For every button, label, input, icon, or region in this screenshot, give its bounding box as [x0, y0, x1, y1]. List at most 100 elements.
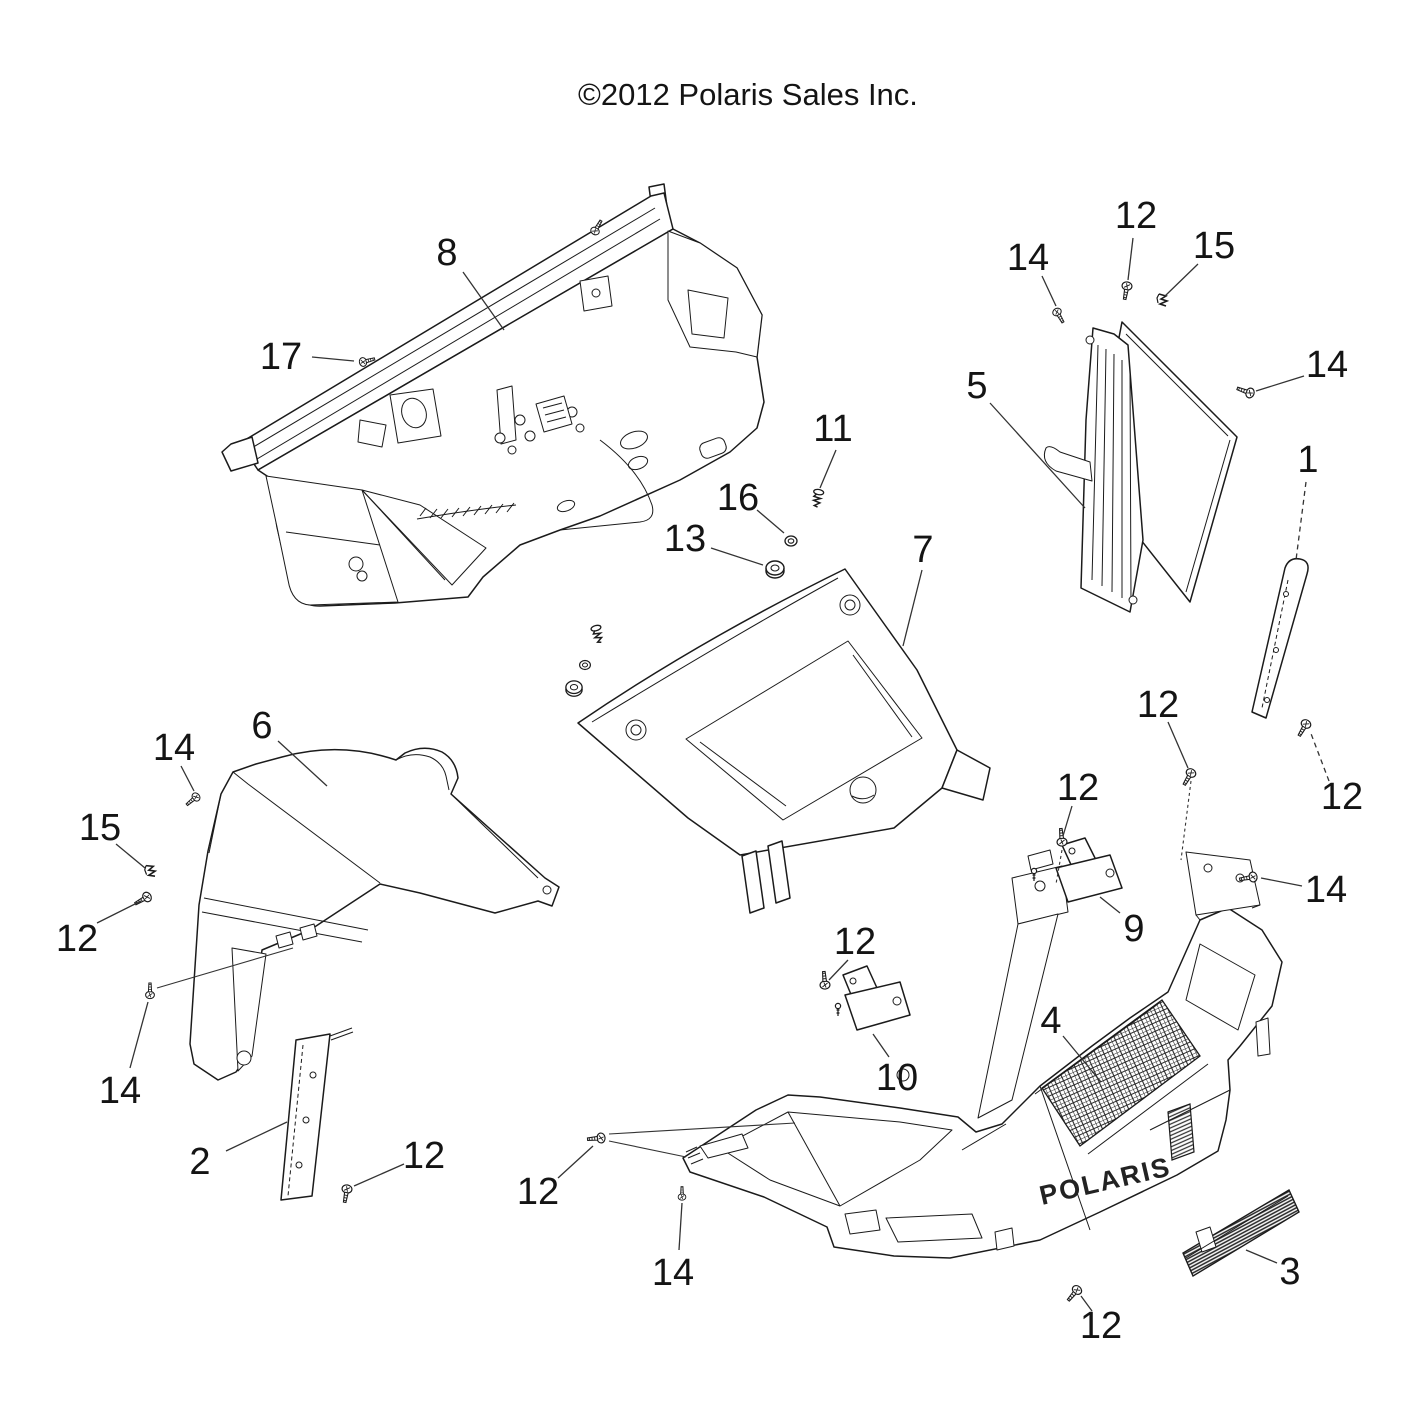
- fastener-washer-icon: [784, 535, 798, 547]
- fastener-screw-icon: [1119, 280, 1134, 301]
- callout-leader-line: [1127, 237, 1134, 281]
- assembly-line: [156, 947, 294, 989]
- fastener-screw-icon: [1294, 717, 1313, 739]
- assembly-lines-layer: [156, 780, 1192, 1158]
- callout-leader-line: [819, 449, 837, 489]
- copyright-title: ©2012 Polaris Sales Inc.: [578, 77, 918, 112]
- callout-label-7: 7: [912, 529, 933, 571]
- callout-leader-line: [353, 1163, 405, 1187]
- callout-label-10: 10: [876, 1057, 918, 1099]
- callout-leader-line: [225, 1121, 288, 1152]
- callout-label-12: 12: [403, 1135, 445, 1177]
- callout-leader-line: [180, 765, 195, 792]
- callout-leader-line: [129, 1001, 149, 1069]
- part-grille-insert: [1182, 1188, 1300, 1278]
- callout-leader-line: [872, 1033, 890, 1058]
- fastener-washer-icon: [579, 659, 591, 671]
- fastener-nut-icon: [765, 560, 785, 579]
- callout-label-6: 6: [251, 705, 272, 747]
- assembly-line: [1180, 780, 1192, 861]
- callout-leader-line: [311, 356, 355, 362]
- callout-label-12: 12: [1080, 1305, 1122, 1347]
- callout-label-14: 14: [1306, 344, 1348, 386]
- callout-leader-line: [710, 547, 764, 566]
- part-rear-closeoff-panel: [221, 183, 765, 607]
- fastener-screw-icon: [145, 982, 155, 1000]
- callout-leader-line: [1295, 481, 1307, 561]
- callout-label-12: 12: [56, 918, 98, 960]
- callout-label-14: 14: [99, 1070, 141, 1112]
- callout-label-9: 9: [1123, 908, 1144, 950]
- callout-leader-line: [989, 402, 1086, 509]
- fastener-screw-icon: [677, 1186, 687, 1201]
- fastener-screw-icon: [132, 890, 154, 909]
- callout-label-1: 1: [1297, 439, 1318, 481]
- callout-leader-line: [115, 843, 146, 869]
- fastener-rivet-icon: [589, 623, 606, 645]
- fastener-pin-icon: [834, 1002, 842, 1017]
- part-front-fender: [189, 747, 560, 1081]
- callout-label-13: 13: [664, 518, 706, 560]
- callout-label-11: 11: [813, 408, 852, 450]
- callout-label-15: 15: [79, 807, 121, 849]
- fastener-screw-icon: [183, 790, 203, 809]
- fastener-clip-icon: [143, 863, 157, 879]
- callout-leader-line: [1167, 721, 1189, 769]
- callout-leader-line: [1080, 1295, 1093, 1312]
- fastener-screw-icon: [339, 1183, 354, 1204]
- part-support-strip-right: [1251, 557, 1309, 719]
- callout-leader-line: [828, 959, 849, 981]
- fastener-screw-icon: [1063, 1283, 1084, 1305]
- callout-leader-line: [462, 271, 505, 331]
- fastener-nut-icon: [565, 680, 583, 697]
- part-front-bumper: POLARIS: [682, 849, 1283, 1259]
- callout-label-12: 12: [517, 1171, 559, 1213]
- assembly-line: [608, 1140, 687, 1158]
- fastener-screw-icon: [1235, 383, 1257, 400]
- callout-leader-line: [756, 509, 785, 534]
- callout-leader-line: [1062, 805, 1073, 837]
- callout-leader-line: [902, 569, 923, 647]
- callout-label-14: 14: [652, 1252, 694, 1294]
- callout-label-14: 14: [1305, 869, 1347, 911]
- part-bracket-center: [842, 965, 911, 1031]
- callout-leader-line: [1164, 263, 1199, 297]
- callout-label-12: 12: [1321, 776, 1363, 818]
- callout-label-4: 4: [1040, 1000, 1061, 1042]
- part-bracket-right: [1055, 837, 1123, 903]
- part-side-panel: [1043, 321, 1238, 613]
- callout-label-12: 12: [1137, 684, 1179, 726]
- callout-label-14: 14: [1007, 237, 1049, 279]
- part-hood: [577, 568, 991, 914]
- part-support-strip-left: [280, 1027, 354, 1201]
- callout-leader-line: [1309, 730, 1330, 782]
- callout-label-8: 8: [436, 232, 457, 274]
- fastener-screw-icon: [818, 970, 831, 991]
- callout-leader-line: [96, 900, 142, 924]
- callout-label-2: 2: [189, 1141, 210, 1183]
- callout-label-17: 17: [260, 336, 302, 378]
- callout-leader-line: [1099, 896, 1121, 914]
- callout-leader-line: [277, 740, 328, 787]
- callout-label-15: 15: [1193, 225, 1235, 267]
- fastener-screw-icon: [1050, 306, 1068, 326]
- callout-label-16: 16: [717, 477, 759, 519]
- fastener-screw-icon: [1055, 827, 1068, 848]
- assembly-line: [608, 1122, 796, 1135]
- callout-label-12: 12: [834, 921, 876, 963]
- callout-label-5: 5: [966, 365, 987, 407]
- callout-leader-line: [1062, 1035, 1102, 1083]
- callout-label-14: 14: [153, 727, 195, 769]
- callout-leader-line: [1260, 877, 1303, 887]
- callout-leader-line: [1245, 1249, 1278, 1264]
- callout-label-3: 3: [1279, 1251, 1300, 1293]
- callout-leader-line: [557, 1145, 594, 1179]
- fastener-screw-icon: [1179, 766, 1198, 788]
- callout-leader-line: [1041, 275, 1057, 307]
- callout-leader-line: [678, 1202, 683, 1251]
- fastener-rivet-icon: [810, 487, 825, 509]
- fastener-screw-icon: [586, 1132, 607, 1145]
